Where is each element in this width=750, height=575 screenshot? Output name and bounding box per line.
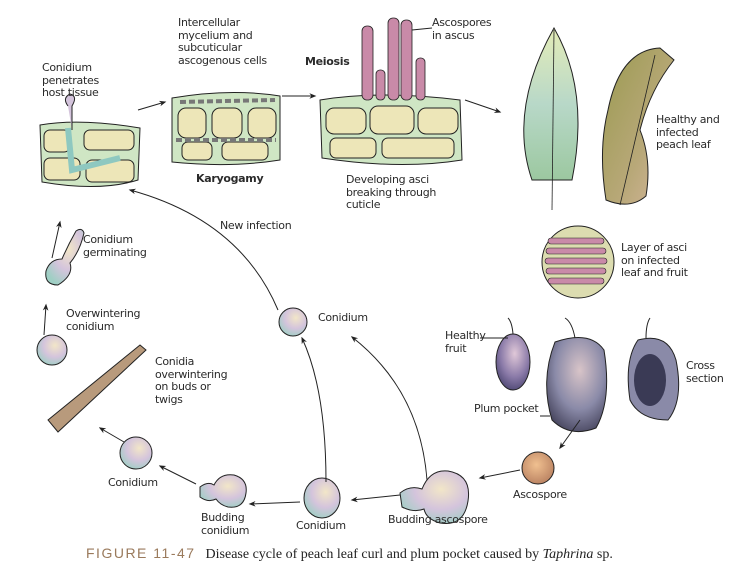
label-intercellular-mycelium: Intercellular mycelium and subcuticular … xyxy=(178,16,267,67)
label-healthy-infected-leaf: Healthy and infected peach leaf xyxy=(656,113,720,151)
figure-number: FIGURE 11-47 xyxy=(86,545,196,561)
label-developing-asci: Developing asci breaking through cuticle xyxy=(346,173,437,211)
conidium-center xyxy=(278,307,308,337)
caption-genus: Taphrina xyxy=(542,547,594,562)
caption-suffix: sp. xyxy=(593,547,613,562)
spore-stages xyxy=(36,228,555,525)
label-conidia-overwintering: Conidia overwintering on buds or twigs xyxy=(155,355,228,406)
host-tissue-penetration xyxy=(39,93,141,187)
label-cross-section: Cross section xyxy=(686,359,724,385)
ascospore xyxy=(521,451,555,485)
peach-twig xyxy=(47,344,147,433)
label-ascospores-in-ascus: Ascospores in ascus xyxy=(432,16,492,42)
label-karyogamy: Karyogamy xyxy=(196,172,264,185)
developing-asci-tissue xyxy=(319,17,463,166)
label-conidium-center: Conidium xyxy=(318,311,368,324)
label-budding-conidium: Budding conidium xyxy=(201,511,250,537)
label-budding-ascospore: Budding ascospore xyxy=(388,513,488,526)
healthy-peach-leaf xyxy=(523,26,579,211)
healthy-plum-fruit xyxy=(495,317,531,391)
plum-pocket-fruit xyxy=(546,317,608,433)
label-layer-of-asci: Layer of asci on infected leaf and fruit xyxy=(621,241,688,279)
label-healthy-fruit: Healthy fruit xyxy=(445,329,486,355)
label-meiosis: Meiosis xyxy=(305,55,350,68)
label-ascospore: Ascospore xyxy=(513,488,567,501)
label-conidium-left: Conidium xyxy=(108,476,158,489)
intercellular-mycelium-tissue xyxy=(171,91,281,166)
conidium-left xyxy=(119,436,153,470)
figure-caption: FIGURE 11-47 Disease cycle of peach leaf … xyxy=(86,545,613,563)
budding-ascospore xyxy=(399,470,470,525)
layer-of-asci-magnified xyxy=(541,225,615,299)
germinating-conidium xyxy=(45,228,85,286)
infected-peach-leaf xyxy=(601,47,675,206)
cycle-arrows xyxy=(42,93,581,507)
caption-text: Disease cycle of peach leaf curl and plu… xyxy=(205,547,543,562)
label-conidium-penetrates: Conidium penetrates host tissue xyxy=(42,61,99,99)
label-overwintering-conidium: Overwintering conidium xyxy=(66,307,141,333)
overwintering-conidium xyxy=(36,334,68,366)
label-conidium-germinating: Conidium germinating xyxy=(83,233,147,259)
label-new-infection: New infection xyxy=(220,219,292,232)
label-conidium-bottom: Conidium xyxy=(296,519,346,532)
plum-cross-section xyxy=(627,317,680,421)
label-plum-pocket: Plum pocket xyxy=(474,402,539,415)
conidium-bottom xyxy=(303,477,341,519)
budding-conidium xyxy=(199,474,247,508)
